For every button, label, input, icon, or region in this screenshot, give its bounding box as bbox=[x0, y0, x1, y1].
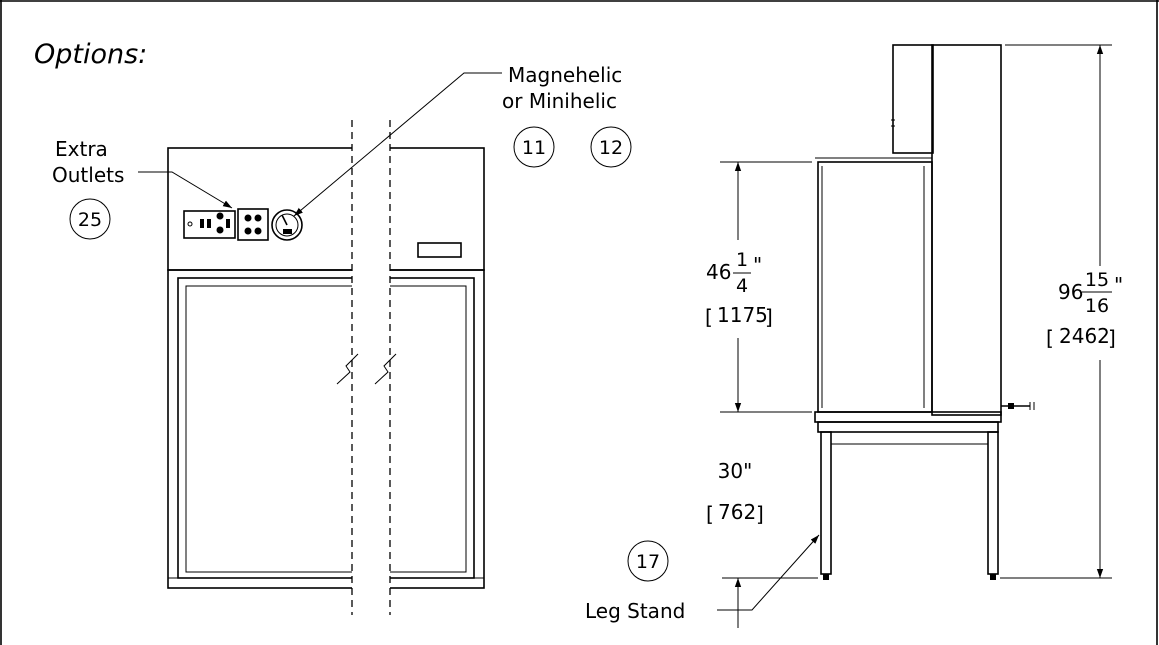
dim-762-open: [ bbox=[706, 502, 714, 526]
dim-96-den: 16 bbox=[1085, 295, 1109, 317]
data-plate bbox=[417, 242, 462, 258]
dim-30-value: 30" bbox=[718, 459, 753, 483]
dim-work-height bbox=[720, 161, 812, 413]
options-title: Options: bbox=[34, 39, 147, 70]
dim-96-whole: 96 bbox=[1058, 280, 1083, 304]
dim-stand-height bbox=[722, 577, 818, 628]
leg-right bbox=[987, 431, 999, 575]
dim-762-close: ] bbox=[756, 502, 764, 526]
stand-frame bbox=[817, 421, 999, 433]
front-sash-inner bbox=[185, 285, 467, 573]
dim-1175-value: 1175 bbox=[717, 303, 768, 327]
duplex-outlet-icon bbox=[237, 208, 269, 241]
front-header-panel bbox=[167, 147, 485, 271]
leg-left bbox=[820, 431, 832, 575]
leg-stand-label: Leg Stand bbox=[585, 599, 685, 623]
callout-17-circle bbox=[627, 540, 669, 582]
front-view bbox=[167, 120, 485, 615]
break-symbol-right bbox=[374, 353, 397, 385]
callout-25-circle bbox=[69, 198, 111, 240]
dim-46-den: 4 bbox=[736, 275, 748, 297]
dim-2462-close: ] bbox=[1108, 326, 1116, 350]
extra-outlets-label-1: Extra bbox=[55, 137, 108, 161]
dim-total-height bbox=[1000, 44, 1112, 579]
rear-plenum bbox=[931, 44, 1002, 416]
dim-46-unit: " bbox=[753, 253, 762, 277]
dim-1175-open: [ bbox=[705, 305, 713, 329]
magnehelic-label-2: or Minihelic bbox=[502, 89, 617, 113]
dim-46-whole: 46 bbox=[706, 260, 731, 284]
break-symbol-left bbox=[336, 353, 359, 385]
blower-housing bbox=[892, 44, 934, 154]
callout-11-text: 11 bbox=[522, 137, 546, 159]
side-view bbox=[814, 44, 1035, 580]
magnehelic-label-1: Magnehelic bbox=[508, 63, 622, 87]
dim-46-num: 1 bbox=[736, 249, 748, 271]
callout-25-text: 25 bbox=[78, 209, 102, 231]
dim-2462-open: [ bbox=[1046, 326, 1054, 350]
callout-11-circle bbox=[513, 126, 555, 168]
callout-12-text: 12 bbox=[599, 137, 623, 159]
break-gap bbox=[352, 120, 390, 615]
dim-96-unit: " bbox=[1114, 273, 1123, 297]
leg-stand-leader bbox=[717, 534, 820, 611]
outlets-leader bbox=[138, 171, 233, 209]
work-zone bbox=[817, 161, 933, 413]
worksurface bbox=[814, 411, 1002, 423]
gauge-icon bbox=[271, 209, 303, 241]
front-body bbox=[167, 269, 485, 589]
callout-17-text: 17 bbox=[636, 551, 660, 573]
magnehelic-leader bbox=[293, 72, 502, 217]
dim-2462-value: 2462 bbox=[1059, 324, 1110, 348]
dim-762-value: 762 bbox=[718, 500, 756, 524]
outlet-icon bbox=[183, 210, 236, 239]
dim-1175-close: ] bbox=[765, 305, 773, 329]
extra-outlets-label-2: Outlets bbox=[52, 163, 124, 187]
front-sash-outer bbox=[177, 277, 475, 579]
dim-96-num: 15 bbox=[1085, 269, 1109, 291]
callout-12-circle bbox=[590, 126, 632, 168]
